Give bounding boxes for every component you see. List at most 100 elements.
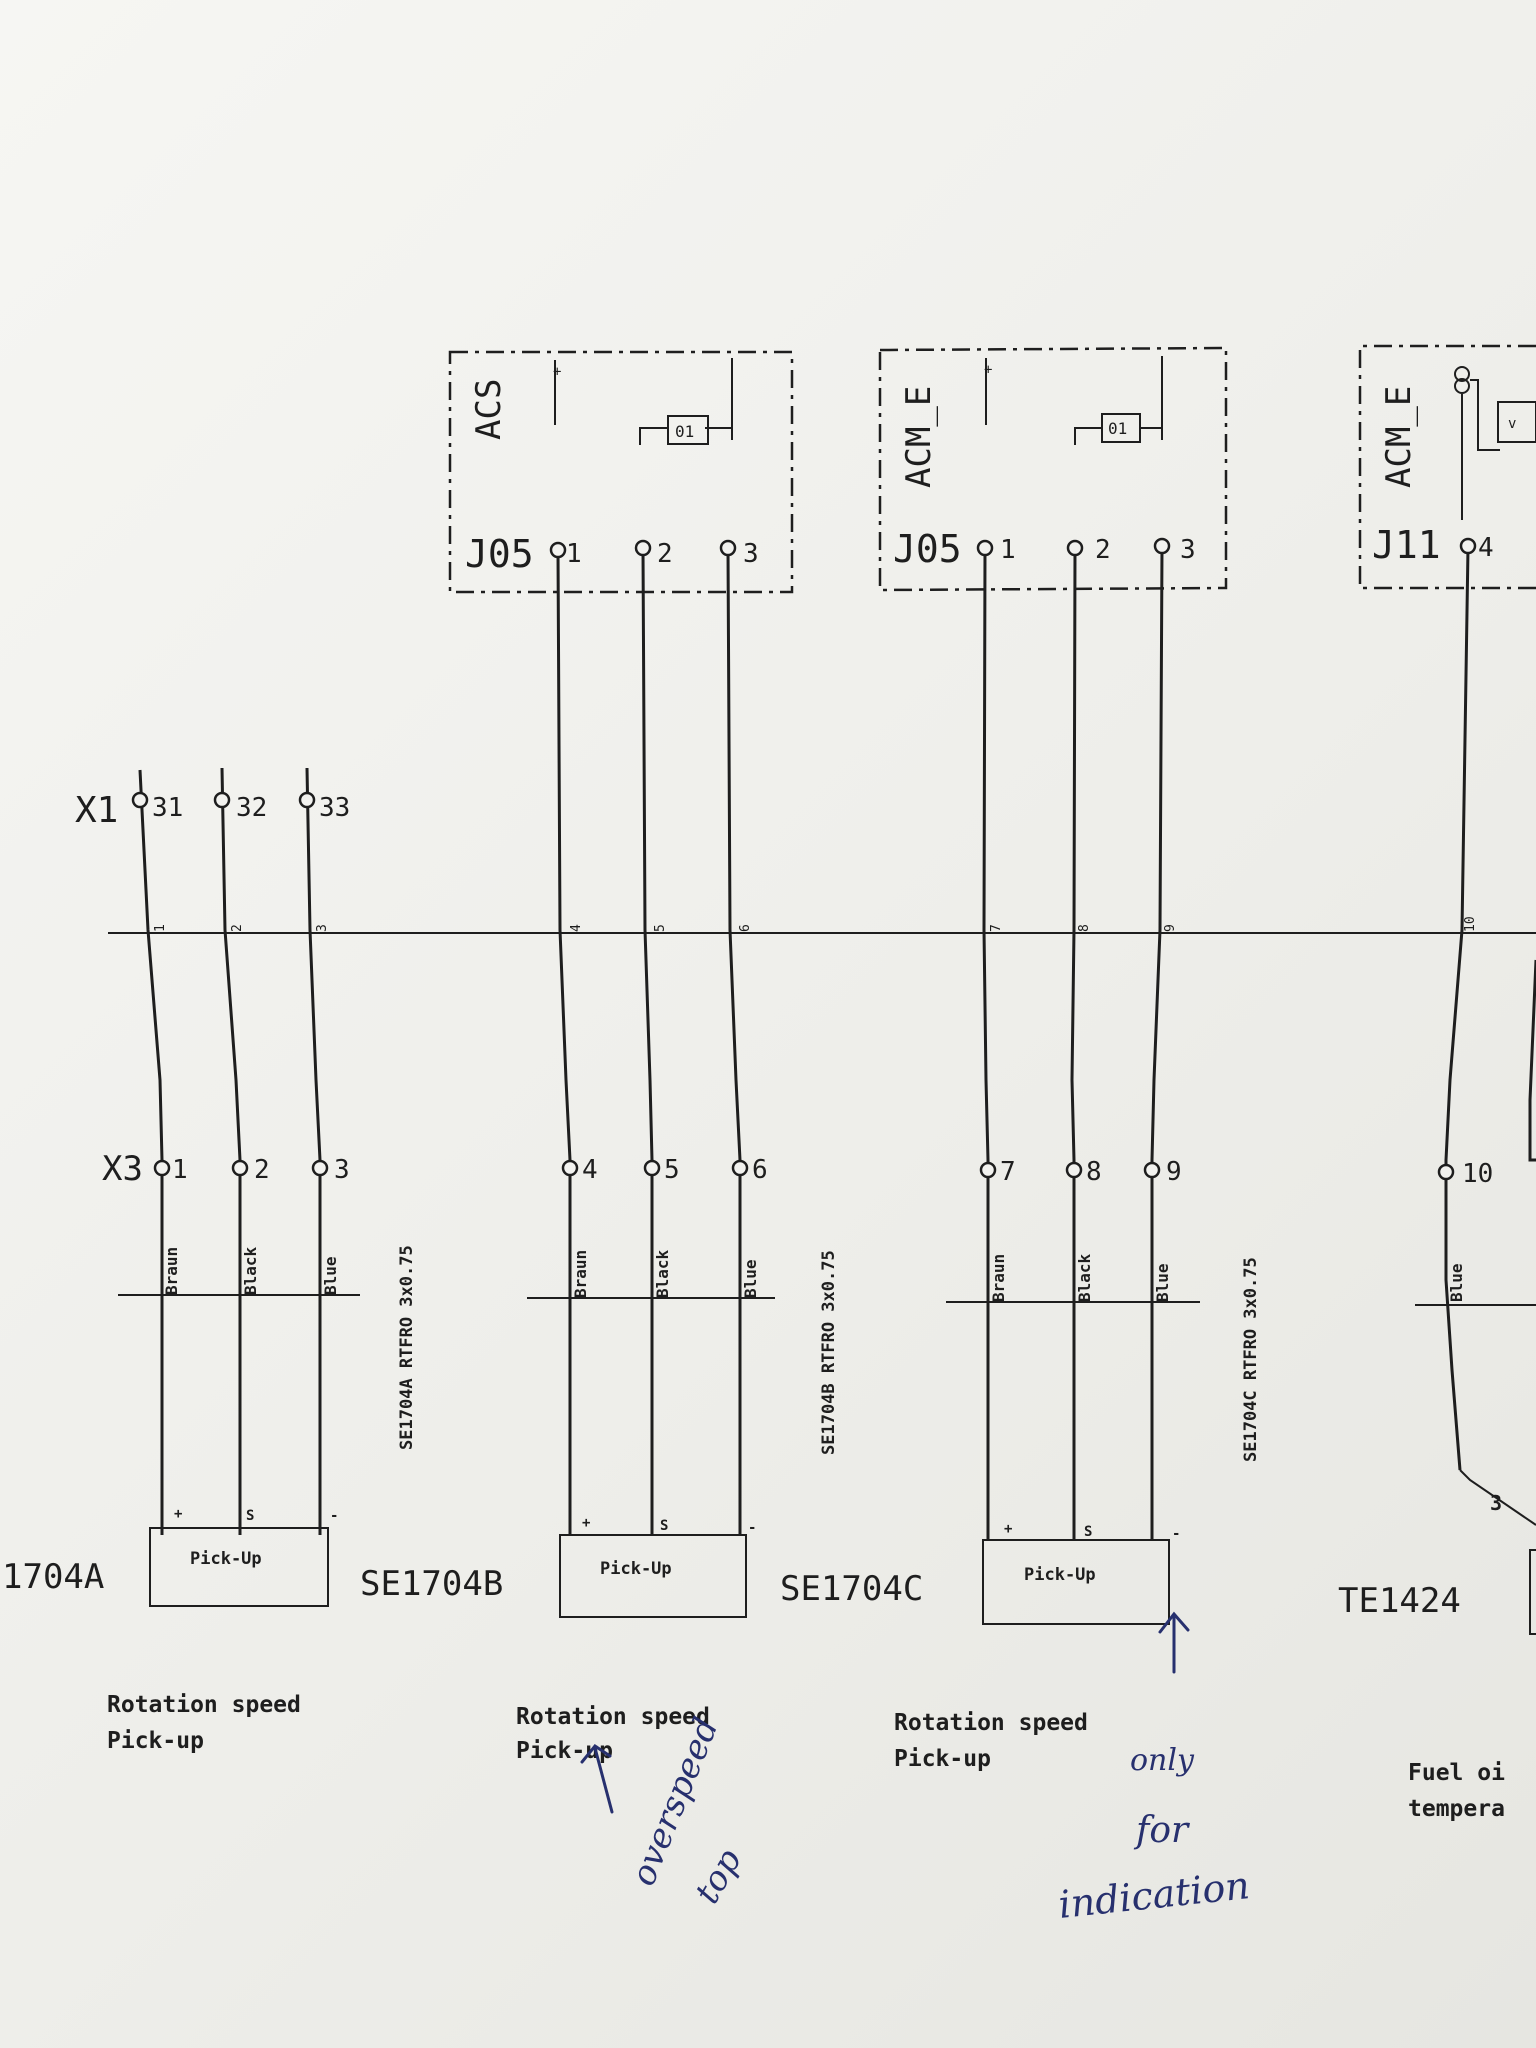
device-acm-e-1-pin-1: 1 (1000, 535, 1016, 565)
device-acm-e-1-pin-3: 3 (1180, 535, 1196, 565)
wire-color-braun-a: Braun (162, 1247, 181, 1295)
sensor-a-box-label: Pick-Up (190, 1549, 262, 1569)
terminal-x1-pin-31: 31 (152, 793, 183, 823)
terminal-circle-4 (976, 539, 994, 557)
wire-color-blue-b: Blue (741, 1259, 760, 1298)
device-acm-e-1-pin-2: 2 (1095, 535, 1111, 565)
device-acm-e-2: ACM_E v J11 4 (1358, 344, 1536, 590)
wire-color-braun-c: Braun (989, 1254, 1008, 1302)
terminal-x3-pin-2: 2 (254, 1155, 270, 1185)
wire-color-te1424: Blue (1447, 1263, 1466, 1302)
device-acm-e-2-pin-4: 4 (1478, 533, 1494, 563)
handwritten-note-overspeed-line-2: top (687, 1842, 750, 1910)
sensor-b-term-plus: + (582, 1515, 590, 1531)
wire-number-2: 2 (230, 924, 245, 932)
terminal-x3-pin-3: 3 (334, 1155, 350, 1185)
terminal-circle-3 (719, 539, 737, 557)
handwritten-note-indication-line-3: indication (1056, 1863, 1251, 1927)
sensor-b-term-minus: - (748, 1520, 756, 1536)
terminal-circle-11 (153, 1159, 171, 1177)
handwritten-note-indication-line-2: for (1133, 1810, 1190, 1851)
device-acs-relay: 01 (675, 422, 694, 441)
sensor-te1424-caption-1: Fuel oi (1408, 1760, 1505, 1786)
terminal-x1-pin-33: 33 (319, 793, 350, 823)
terminal-circle-8 (131, 791, 149, 809)
terminal-circle-15 (643, 1159, 661, 1177)
device-acs: ACS + 01 J05 1 2 3 (448, 350, 794, 594)
device-acm-e-1-connector: J05 (893, 527, 962, 571)
sensor-te1424: 3 TE1424 Fuel oi tempera (1338, 1491, 1536, 1822)
sensor-b-term-s: S (660, 1518, 668, 1534)
terminal-circle-17 (979, 1161, 997, 1179)
terminal-circles (131, 537, 1477, 1181)
wire-number-5: 5 (653, 924, 668, 932)
sensor-a-caption-1: Rotation speed (107, 1692, 301, 1718)
terminal-circle-1 (549, 541, 567, 559)
terminal-circle-20 (1437, 1163, 1455, 1181)
wire-color-blue-c: Blue (1153, 1263, 1172, 1302)
terminal-x3: X3 1 2 3 4 5 6 7 8 9 10 (102, 1149, 1493, 1189)
device-acs-name: ACS (469, 379, 509, 440)
device-acs-pin-3: 3 (743, 539, 759, 569)
wire-number-8: 8 (1077, 924, 1092, 932)
sensor-a-tag: 1704A (2, 1557, 104, 1597)
terminal-x3-label: X3 (102, 1149, 143, 1189)
wire-number-4: 4 (569, 924, 584, 932)
terminal-x3-pin-4: 4 (582, 1155, 598, 1185)
terminal-x3-pin-9: 9 (1166, 1157, 1182, 1187)
terminal-circle-9 (213, 791, 231, 809)
sensor-c-term-minus: - (1172, 1526, 1180, 1542)
wire-color-labels: Braun Black Blue Braun Black Blue Braun … (162, 1246, 1466, 1302)
svg-text:v: v (1508, 416, 1516, 432)
sensor-c-box-label: Pick-Up (1024, 1565, 1096, 1585)
terminal-x3-pin-7: 7 (1000, 1157, 1016, 1187)
svg-text:+: + (553, 364, 561, 380)
terminal-x1-pin-32: 32 (236, 793, 267, 823)
terminal-circle-10 (298, 791, 316, 809)
terminal-x3-pin-1: 1 (172, 1155, 188, 1185)
cable-ferrule-lines (118, 1294, 1536, 1306)
terminal-circle-5 (1066, 539, 1084, 557)
terminal-circle-16 (731, 1159, 749, 1177)
sensor-te1424-term: 3 (1490, 1491, 1502, 1515)
terminal-x1-label: X1 (75, 790, 118, 831)
svg-text:+: + (984, 362, 992, 378)
device-acm-e-1: ACM_E + 01 J05 1 2 3 (878, 346, 1228, 592)
wire-number-1: 1 (153, 924, 168, 932)
wire-number-10: 10 (1463, 916, 1478, 932)
cable-designations: SE1704A RTFRO 3x0.75 SE1704B RTFRO 3x0.7… (397, 1245, 1261, 1462)
terminal-circle-18 (1065, 1161, 1083, 1179)
sensor-c-term-plus: + (1004, 1521, 1012, 1537)
sensor-c-tag: SE1704C (780, 1569, 923, 1609)
wire-number-3: 3 (315, 924, 330, 932)
wire-color-black-a: Black (241, 1246, 260, 1295)
sensor-a-term-minus: - (330, 1508, 338, 1524)
device-acm-e-2-connector: J11 (1372, 523, 1441, 567)
wire-color-blue-a: Blue (321, 1256, 340, 1295)
terminal-circle-14 (561, 1159, 579, 1177)
sensor-a-term-plus: + (174, 1506, 182, 1522)
sensor-c-caption-2: Pick-up (894, 1746, 991, 1772)
wire-number-7: 7 (989, 924, 1004, 932)
device-acs-pin-1: 1 (566, 539, 582, 569)
wire-number-6: 6 (738, 924, 753, 932)
terminal-circle-6 (1153, 537, 1171, 555)
sensor-a-term-s: S (246, 1508, 254, 1524)
terminal-x3-pin-10: 10 (1462, 1159, 1493, 1189)
device-acm-e-2-name: ACM_E (1379, 386, 1419, 488)
wire-color-black-b: Black (653, 1249, 672, 1298)
wires (138, 547, 1536, 1540)
cable-se1704c: SE1704C RTFRO 3x0.75 (1241, 1257, 1261, 1462)
sensor-c-caption-1: Rotation speed (894, 1710, 1088, 1736)
terminal-circle-7 (1459, 537, 1477, 555)
terminal-x3-pin-8: 8 (1086, 1157, 1102, 1187)
terminal-circle-13 (311, 1159, 329, 1177)
terminal-circle-12 (231, 1159, 249, 1177)
wire-color-braun-b: Braun (571, 1250, 590, 1298)
terminal-x3-pin-6: 6 (752, 1155, 768, 1185)
terminal-circle-19 (1143, 1161, 1161, 1179)
cable-se1704b: SE1704B RTFRO 3x0.75 (819, 1250, 839, 1455)
handwritten-note-indication: only for indication (1056, 1611, 1252, 1927)
sensor-b: + S - Pick-Up SE1704B Rotation speed Pic… (360, 1515, 756, 1764)
